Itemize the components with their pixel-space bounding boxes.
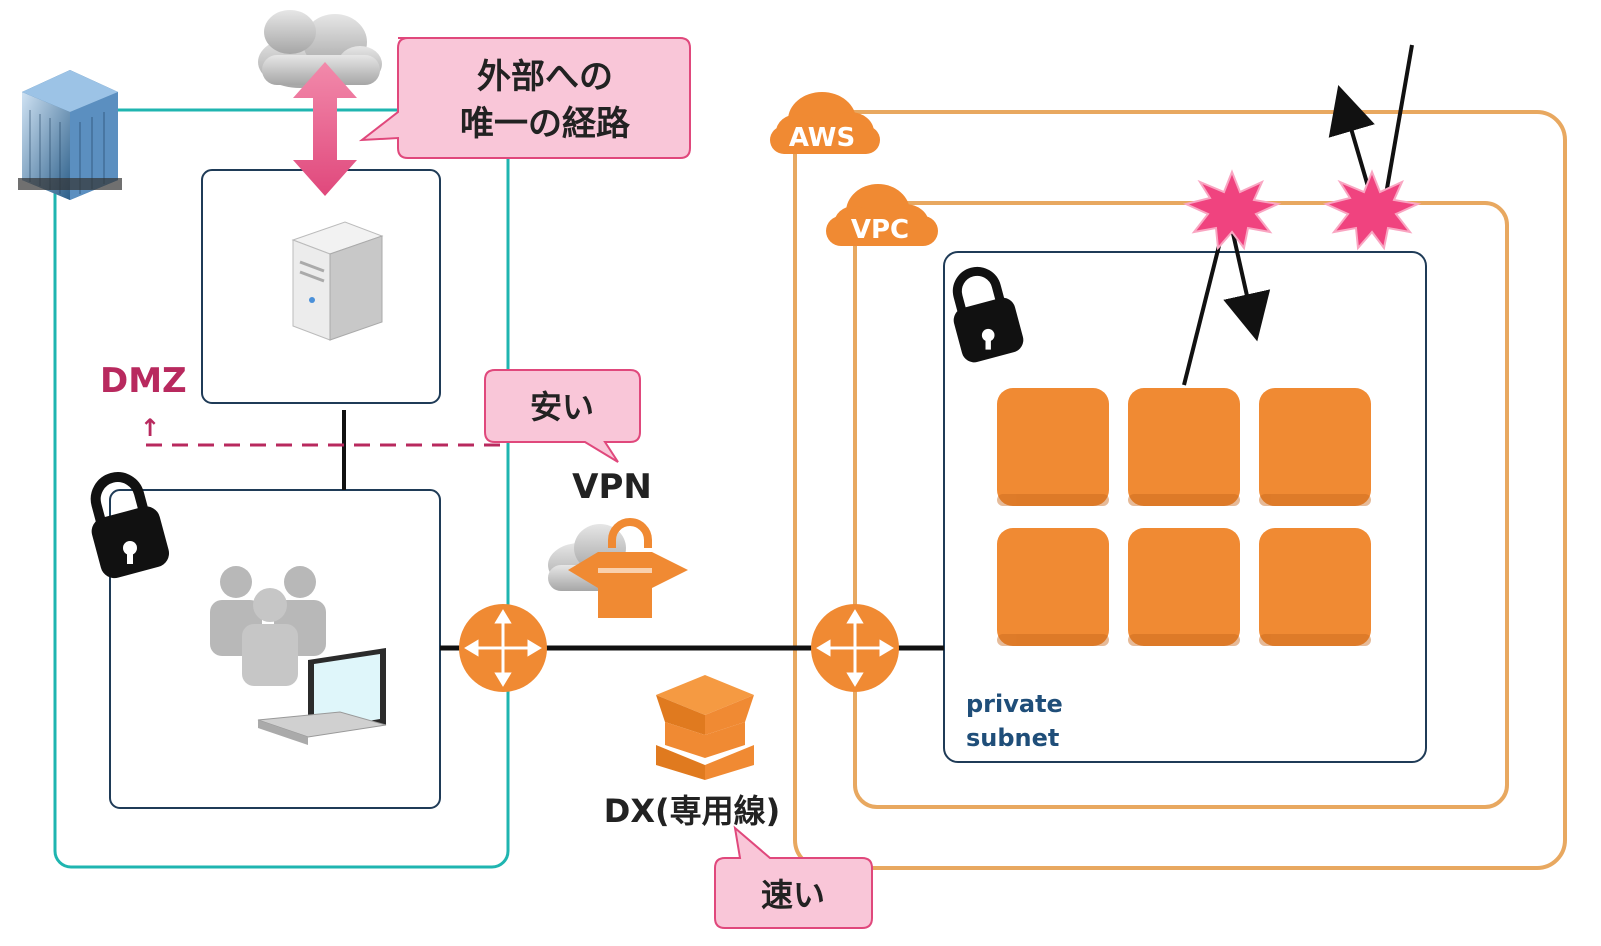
aws-cloud-badge: [770, 92, 880, 154]
blocked-inbound-arrow: [1223, 219, 1271, 342]
ec2-instance: [1259, 528, 1371, 646]
blocked-burst-icon: [1322, 169, 1422, 251]
vpn-label: VPN: [572, 467, 652, 507]
callout-fast-label: 速い: [761, 876, 825, 914]
callout-cheap-label: 安い: [530, 388, 594, 426]
aws-boundary: [793, 110, 1567, 870]
vpc-label: VPC: [851, 215, 909, 245]
vpc-boundary: [853, 201, 1509, 809]
office-building-icon: [18, 70, 122, 200]
private-subnet-line2: subnet: [966, 724, 1059, 752]
callout-exit-route: [358, 37, 691, 159]
internal-lock-icon: [90, 472, 170, 579]
private-subnet-line1: private: [966, 690, 1063, 718]
vpc-cloud-badge: [826, 184, 938, 246]
ec2-instance: [1128, 528, 1240, 646]
exit-route-double-arrow: [293, 62, 357, 196]
ec2-instance: [997, 528, 1109, 646]
onprem-boundary: [53, 108, 510, 869]
blocked-burst-icon: [1182, 169, 1282, 251]
dmz-label: DMZ: [100, 361, 187, 401]
instance-grid: [997, 388, 1371, 646]
onprem-router-icon: [459, 604, 547, 692]
callout-cheap: [484, 369, 641, 463]
ec2-instance: [997, 388, 1109, 506]
subnet-lock-icon: [952, 266, 1024, 363]
dx-label: DX(専用線): [604, 792, 781, 830]
users-icon: [210, 566, 326, 686]
server-icon: [291, 221, 384, 341]
callout-exit-line1: 外部への: [477, 57, 613, 97]
callout-fast: [714, 825, 873, 929]
dmz-arrow: ↑: [140, 414, 160, 442]
aws-router-icon: [811, 604, 899, 692]
ec2-instance: [1259, 388, 1371, 506]
vpn-gateway-icon: [548, 518, 688, 618]
callout-exit-line2: 唯一の経路: [460, 104, 631, 144]
direct-connect-icon: [656, 675, 754, 780]
aws-label: AWS: [789, 123, 855, 153]
laptop-icon: [257, 648, 387, 745]
ec2-instance: [1128, 388, 1240, 506]
external-inbound-line: [1383, 44, 1414, 201]
